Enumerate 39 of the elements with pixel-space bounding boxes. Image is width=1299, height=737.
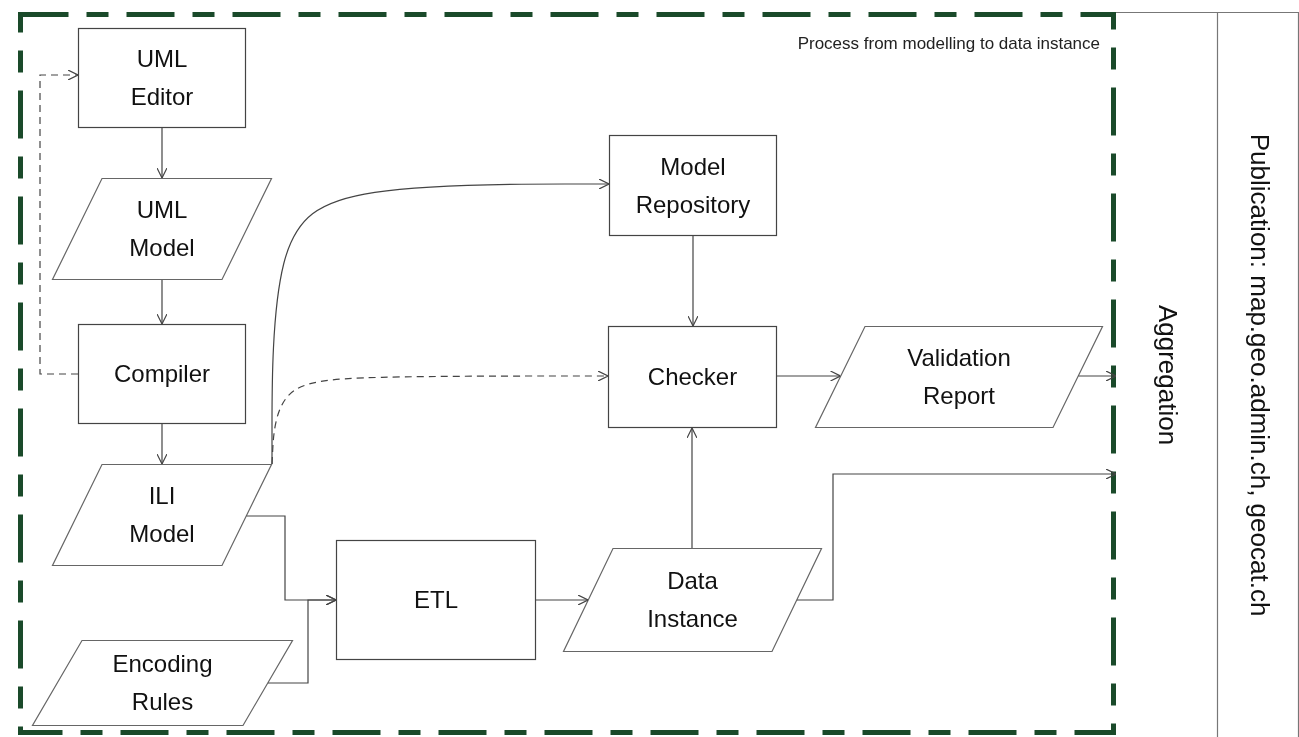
data-parallelogram	[32, 640, 293, 726]
dashed-arrow	[271, 370, 609, 465]
data-parallelogram	[815, 326, 1103, 428]
band-label: Aggregation	[1151, 304, 1183, 445]
node-label: Validation Report	[906, 342, 1012, 411]
arrow	[271, 178, 610, 465]
node-label: Compiler	[113, 358, 211, 389]
arrow	[686, 427, 698, 549]
arrow	[156, 279, 168, 325]
node-label: ILI Model	[128, 480, 196, 549]
group-title: Process from modelling to data instance	[797, 34, 1100, 54]
data-parallelogram	[52, 464, 272, 566]
arrow	[267, 594, 337, 684]
node-label: UML Editor	[129, 43, 195, 112]
arrow	[776, 370, 842, 382]
process-box	[78, 324, 246, 424]
data-parallelogram	[563, 548, 822, 652]
process-box	[608, 326, 777, 428]
node-label: Model Repository	[634, 151, 752, 220]
band-label: Publication: map.geo.admin.ch, geocat.ch	[1243, 133, 1274, 616]
vertical-band	[1116, 12, 1218, 737]
arrow	[687, 235, 699, 327]
node-label: UML Model	[128, 194, 196, 263]
arrow	[156, 423, 168, 465]
vertical-band	[1218, 12, 1299, 737]
node-label: Data Instance	[646, 565, 739, 634]
data-parallelogram	[52, 178, 272, 280]
node-label: Encoding Rules	[111, 648, 214, 717]
process-box	[336, 540, 536, 660]
arrow	[156, 127, 168, 179]
process-box	[609, 135, 777, 236]
arrow	[796, 468, 1117, 601]
arrow	[1077, 370, 1117, 382]
node-label: ETL	[413, 584, 459, 615]
dashed-group-frame	[18, 12, 1116, 735]
process-box	[78, 28, 246, 128]
arrow	[535, 594, 589, 606]
node-label: Checker	[646, 361, 739, 392]
dashed-arrow	[39, 69, 79, 375]
